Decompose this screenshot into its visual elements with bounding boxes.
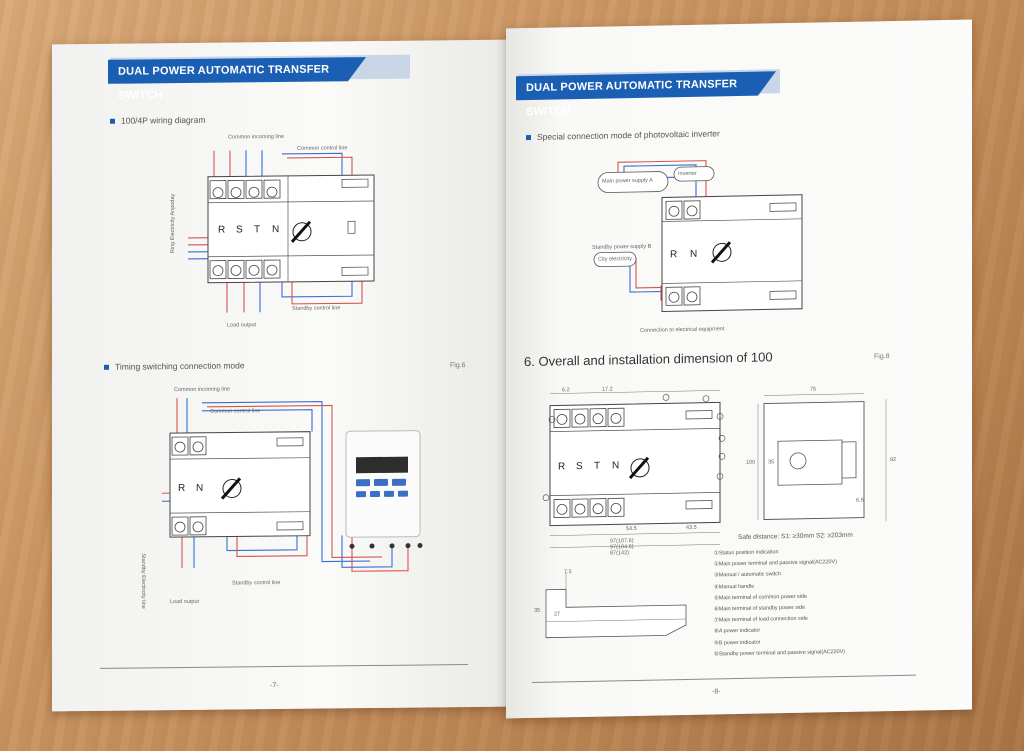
inverter-oval: [673, 166, 715, 182]
phase-r-label-pv: R: [670, 249, 677, 260]
phase-t-label: T: [254, 224, 260, 235]
phase-s-label-dim: S: [576, 461, 583, 472]
city-electricity-label: City electricity: [598, 256, 632, 263]
phase-r-label-dim: R: [558, 461, 565, 472]
phase-n-label: N: [272, 224, 279, 235]
standby-control-line-label-2: Standby control line: [232, 580, 281, 587]
dim-h3: 35: [768, 459, 775, 466]
phase-r-label-2: R: [178, 483, 185, 494]
main-power-oval: [597, 171, 669, 193]
common-control-line-label-2: Common control line: [210, 408, 261, 415]
dim-h1: 100: [746, 459, 756, 466]
fig-label-right: Fig.8: [874, 353, 890, 361]
section-title-timing: Timing switching connection mode: [104, 360, 245, 372]
standby-power-label: Standby power supply B: [592, 243, 652, 251]
inverter-label: Inverter: [678, 170, 697, 178]
manual-page-left: DUAL POWER AUTOMATIC TRANSFER SWITCH 100…: [52, 39, 509, 712]
dim-h4: 6.5: [856, 497, 864, 504]
phase-n-label-dim: N: [612, 460, 619, 471]
side-label-1: Ring Electricity Anpoday: [170, 193, 176, 254]
dim-w1: 75: [810, 386, 817, 393]
dim-d7: 87(142): [610, 550, 629, 557]
phase-r-label: R: [218, 225, 225, 236]
bullet-icon: [104, 365, 109, 371]
common-control-line-label: Common control line: [297, 145, 348, 152]
load-output-label-2: Load output: [170, 598, 200, 606]
dim-d3: 54.5: [626, 525, 637, 533]
dim-r3: 27: [554, 611, 561, 618]
dim-d2: 17.2: [602, 386, 613, 393]
common-incoming-line-label-2: Common incoming line: [174, 386, 230, 394]
load-output-label: Load output: [227, 322, 257, 329]
phase-s-label: S: [236, 224, 243, 235]
photovoltaic-and-dimension-diagrams: R N R S T N: [542, 160, 887, 639]
dim-d4: 43.5: [686, 524, 697, 532]
dim-h2: 92: [890, 456, 897, 464]
common-incoming-line-label: Common incoming line: [228, 133, 284, 141]
phase-t-label-dim: T: [594, 461, 600, 472]
phase-n-label-pv: N: [690, 249, 697, 260]
dim-r1: 7.5: [564, 569, 572, 576]
side-label-2: Standby Electricity line: [140, 553, 146, 609]
fig-label-left: Fig.6: [450, 362, 466, 370]
standby-control-line-label: Standby control line: [292, 305, 341, 312]
page-number-left: -7-: [270, 682, 279, 690]
phase-n-label-2: N: [196, 483, 203, 494]
parts-legend: ①Status position indication ②Main power …: [714, 546, 845, 661]
dim-d1: 6.2: [562, 387, 570, 394]
manual-page-right: DUAL POWER AUTOMATIC TRANSFER SWITCH Spe…: [506, 19, 972, 719]
din-rail-drawing: [545, 588, 687, 639]
page-number-right: -8-: [712, 688, 721, 696]
section-title-text: Timing switching connection mode: [115, 360, 245, 372]
wiring-diagram-4p: R S T N: [162, 150, 423, 572]
dim-r2: 35: [534, 607, 541, 614]
main-power-label: Main power supply A: [602, 177, 653, 185]
city-electricity-oval: [593, 251, 637, 268]
